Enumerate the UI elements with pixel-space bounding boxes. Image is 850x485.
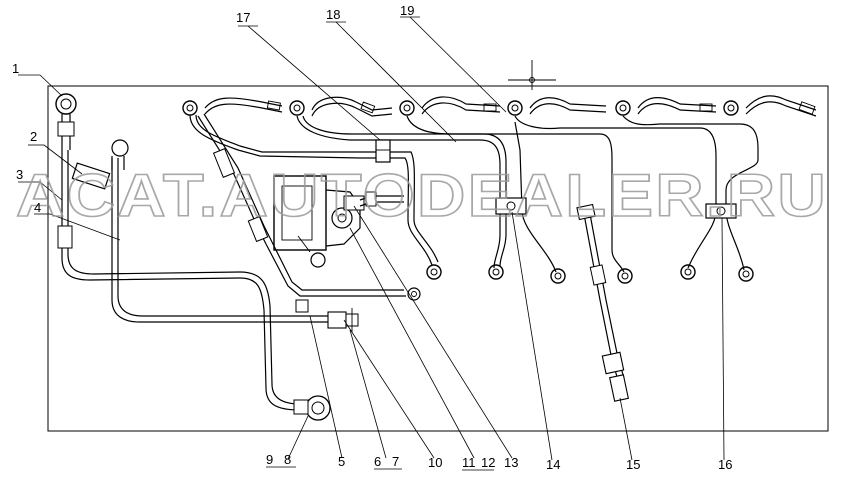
callout-11: 11: [462, 455, 476, 470]
center-mark: [508, 60, 556, 90]
callout-13: 13: [504, 455, 518, 470]
top-nut-4: [111, 139, 129, 170]
callout-1: 1: [12, 61, 19, 76]
callout-8: 8: [284, 452, 291, 467]
lower-feed-pipe: [265, 241, 421, 313]
pipe-clamp-16: [705, 203, 737, 219]
callout-18: 18: [326, 7, 340, 22]
sensor-line-15: [576, 203, 629, 402]
callout-9: 9: [266, 452, 273, 467]
callout-labels: 1 2 3 4 17 18 19 9 8 5 6 7 10 11 12 13 1…: [12, 3, 732, 472]
injector-fitting-6: [723, 100, 739, 116]
pipe-clamp-17: [375, 139, 391, 163]
leader-lines: [18, 16, 725, 461]
callout-4: 4: [34, 200, 41, 215]
callout-3: 3: [16, 167, 23, 182]
diagonal-pipe-left: [197, 113, 273, 245]
union-nut-2: [71, 162, 111, 190]
callout-5: 5: [338, 454, 345, 469]
lower-fitting-row: [426, 264, 754, 284]
callout-7: 7: [392, 454, 399, 469]
injector-fitting-1: [182, 100, 198, 116]
callout-16: 16: [718, 457, 732, 472]
elbow-fitting-8-9: [293, 395, 331, 421]
banjo-fitting-1: [55, 93, 77, 150]
board-frame: [47, 85, 829, 432]
callout-12: 12: [481, 455, 495, 470]
return-pipe-top: [204, 95, 817, 117]
callout-2: 2: [30, 129, 37, 144]
supply-pipe-left: [57, 150, 359, 411]
fuel-pump-body: [273, 175, 404, 268]
callout-6: 6: [374, 454, 381, 469]
callout-17: 17: [236, 10, 250, 25]
callout-10: 10: [428, 455, 442, 470]
injector-fitting-2: [289, 100, 305, 116]
injection-pipe-bundle: [189, 114, 759, 273]
injector-fitting-4: [507, 100, 523, 116]
watermark-text: ACAT.AUTODEALER.RU: [16, 162, 828, 229]
callout-15: 15: [626, 457, 640, 472]
pipe-clamp-14: [495, 197, 527, 215]
callout-19: 19: [400, 3, 414, 18]
injector-fitting-5: [615, 100, 631, 116]
injector-fitting-3: [399, 100, 415, 116]
callout-14: 14: [546, 457, 560, 472]
